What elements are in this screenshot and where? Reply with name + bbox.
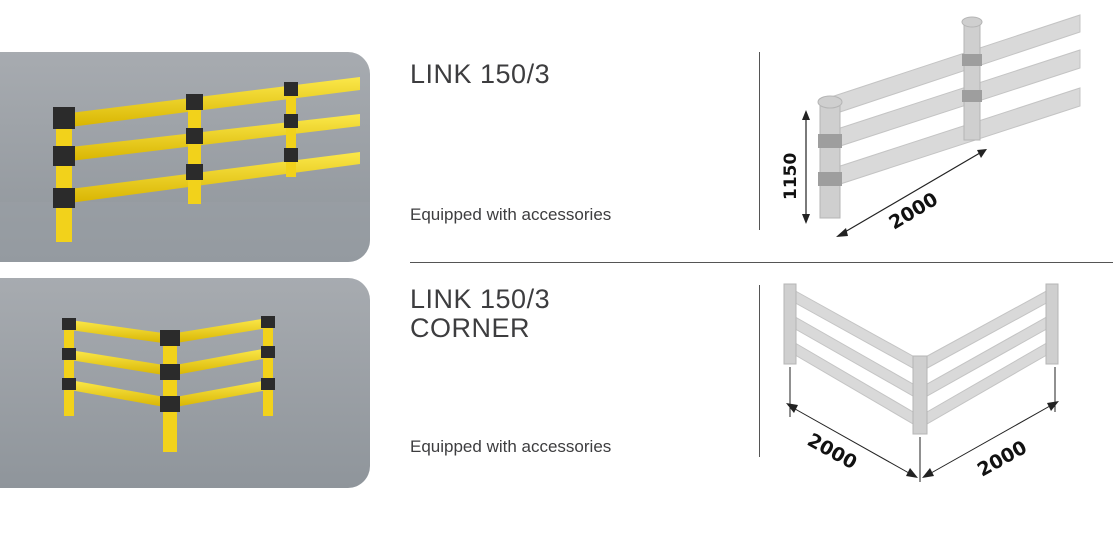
- right-dimension-label: 2000: [974, 436, 1031, 481]
- technical-drawing-straight: 1150 2000: [781, 14, 1081, 237]
- accessories-note: Equipped with accessories: [410, 205, 612, 224]
- straight-barrier-image: [0, 77, 370, 262]
- technical-drawing-corner: 2000 2000: [783, 283, 1059, 482]
- product-photo-link-150-3: [0, 52, 370, 262]
- title-line: LINK 150/3: [410, 284, 551, 314]
- section-divider: [410, 262, 1113, 263]
- product-title: LINK 150/3: [410, 60, 550, 89]
- corner-barrier-image: [62, 316, 275, 452]
- vertical-divider: [759, 52, 760, 230]
- product-title: LINK 150/3 CORNER: [410, 285, 550, 343]
- title-line: LINK 150/3: [410, 59, 551, 89]
- accessories-note: Equipped with accessories: [410, 437, 612, 456]
- left-dimension-label: 2000: [804, 429, 861, 474]
- title-line: CORNER: [410, 313, 531, 343]
- product-photo-link-150-3-corner: [0, 278, 370, 488]
- height-dimension-label: 1150: [781, 153, 801, 200]
- length-dimension-label: 2000: [885, 188, 942, 234]
- vertical-divider: [759, 285, 760, 457]
